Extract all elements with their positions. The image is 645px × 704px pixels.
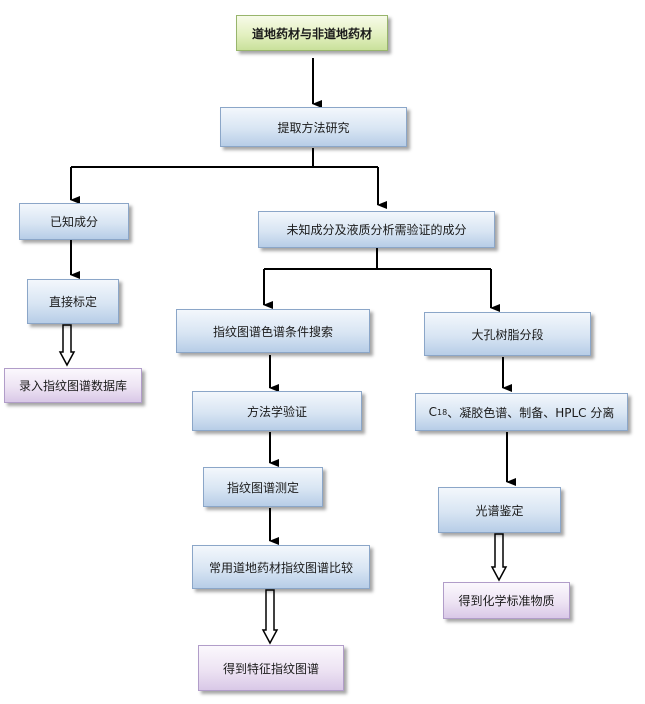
root-node: 道地药材与非道地药材: [236, 15, 388, 51]
macroporous-resin-node: 大孔树脂分段: [424, 312, 591, 356]
unknown-components-node: 未知成分及液质分析需验证的成分: [258, 211, 495, 248]
direct-calibration-node: 直接标定: [27, 279, 119, 324]
method-validation-node: 方法学验证: [192, 391, 362, 431]
known-components-node: 已知成分: [19, 203, 129, 240]
separation-rest: 、凝胶色谱、制备、HPLC 分离: [447, 405, 615, 420]
fingerprint-measure-node: 指纹图谱测定: [203, 467, 323, 507]
separation-prefix: C: [428, 405, 438, 419]
record-database-node: 录入指纹图谱数据库: [4, 368, 142, 403]
separation-subscript: 18: [437, 407, 448, 417]
hollow-arrow-calibrate-to-record: [58, 324, 76, 367]
hollow-arrow-spectral-to-standard: [490, 533, 508, 582]
fingerprint-conditions-node: 指纹图谱色谱条件搜索: [176, 309, 370, 353]
extract-node: 提取方法研究: [220, 107, 407, 147]
hollow-arrow-compare-to-fingerprint: [261, 589, 279, 645]
chemical-standard-node: 得到化学标准物质: [443, 582, 570, 619]
spectral-identification-node: 光谱鉴定: [438, 487, 561, 533]
characteristic-fingerprint-node: 得到特征指纹图谱: [198, 645, 344, 691]
fingerprint-compare-node: 常用道地药材指纹图谱比较: [192, 545, 370, 589]
